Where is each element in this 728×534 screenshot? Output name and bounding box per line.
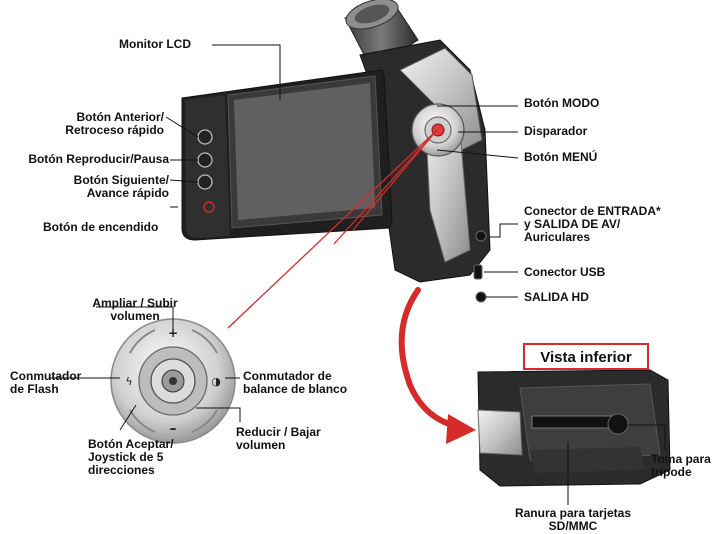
label-av-connector: Conector de ENTRADA* y SALIDA DE AV/ Aur… xyxy=(524,204,661,244)
bottom-view-title: Vista inferior xyxy=(540,349,632,366)
label-sd-slot: Ranura para tarjetas SD/MMC xyxy=(514,506,632,533)
label-zoom-out: Reducir / Bajar volumen xyxy=(236,425,321,452)
bottom-view-arrow xyxy=(398,287,463,430)
svg-text:+: + xyxy=(168,326,178,340)
label-monitor-lcd: Monitor LCD xyxy=(119,37,191,51)
label-menu-button: Botón MENÚ xyxy=(524,150,598,164)
label-hd-out: SALIDA HD xyxy=(524,290,589,304)
label-mode-button: Botón MODO xyxy=(524,96,600,110)
label-zoom-in: Ampliar / Subir volumen xyxy=(92,296,178,323)
svg-text:ϟ: ϟ xyxy=(125,375,132,388)
svg-text:–: – xyxy=(170,421,177,437)
pointer-lines xyxy=(227,129,438,329)
label-white-balance: Conmutador de balance de blanco xyxy=(243,369,348,396)
label-shutter: Disparador xyxy=(524,124,588,138)
label-next-button: Botón Siguiente/ Avance rápido xyxy=(73,173,169,200)
label-tripod-socket: Toma para trípode xyxy=(651,452,711,479)
camera-body xyxy=(344,0,491,303)
label-ok-joystick: Botón Aceptar/ Joystick de 5 direcciones xyxy=(88,437,174,477)
bottom-view-illustration xyxy=(477,369,671,487)
svg-text:◑: ◑ xyxy=(211,375,221,388)
dial-closeup: + – ϟ ◑ xyxy=(110,318,236,444)
label-usb-connector: Conector USB xyxy=(524,265,606,279)
leader-lines xyxy=(50,44,666,505)
label-flash-switch: Conmutador de Flash xyxy=(10,369,82,396)
arrow-head xyxy=(446,414,476,444)
lcd-panel xyxy=(181,69,393,241)
label-play-button: Botón Reproducir/Pausa xyxy=(28,152,169,166)
bottom-view-box: Vista inferior xyxy=(523,343,649,370)
label-prev-button: Botón Anterior/ Retroceso rápido xyxy=(65,110,164,137)
label-power-button: Botón de encendido xyxy=(43,220,159,234)
